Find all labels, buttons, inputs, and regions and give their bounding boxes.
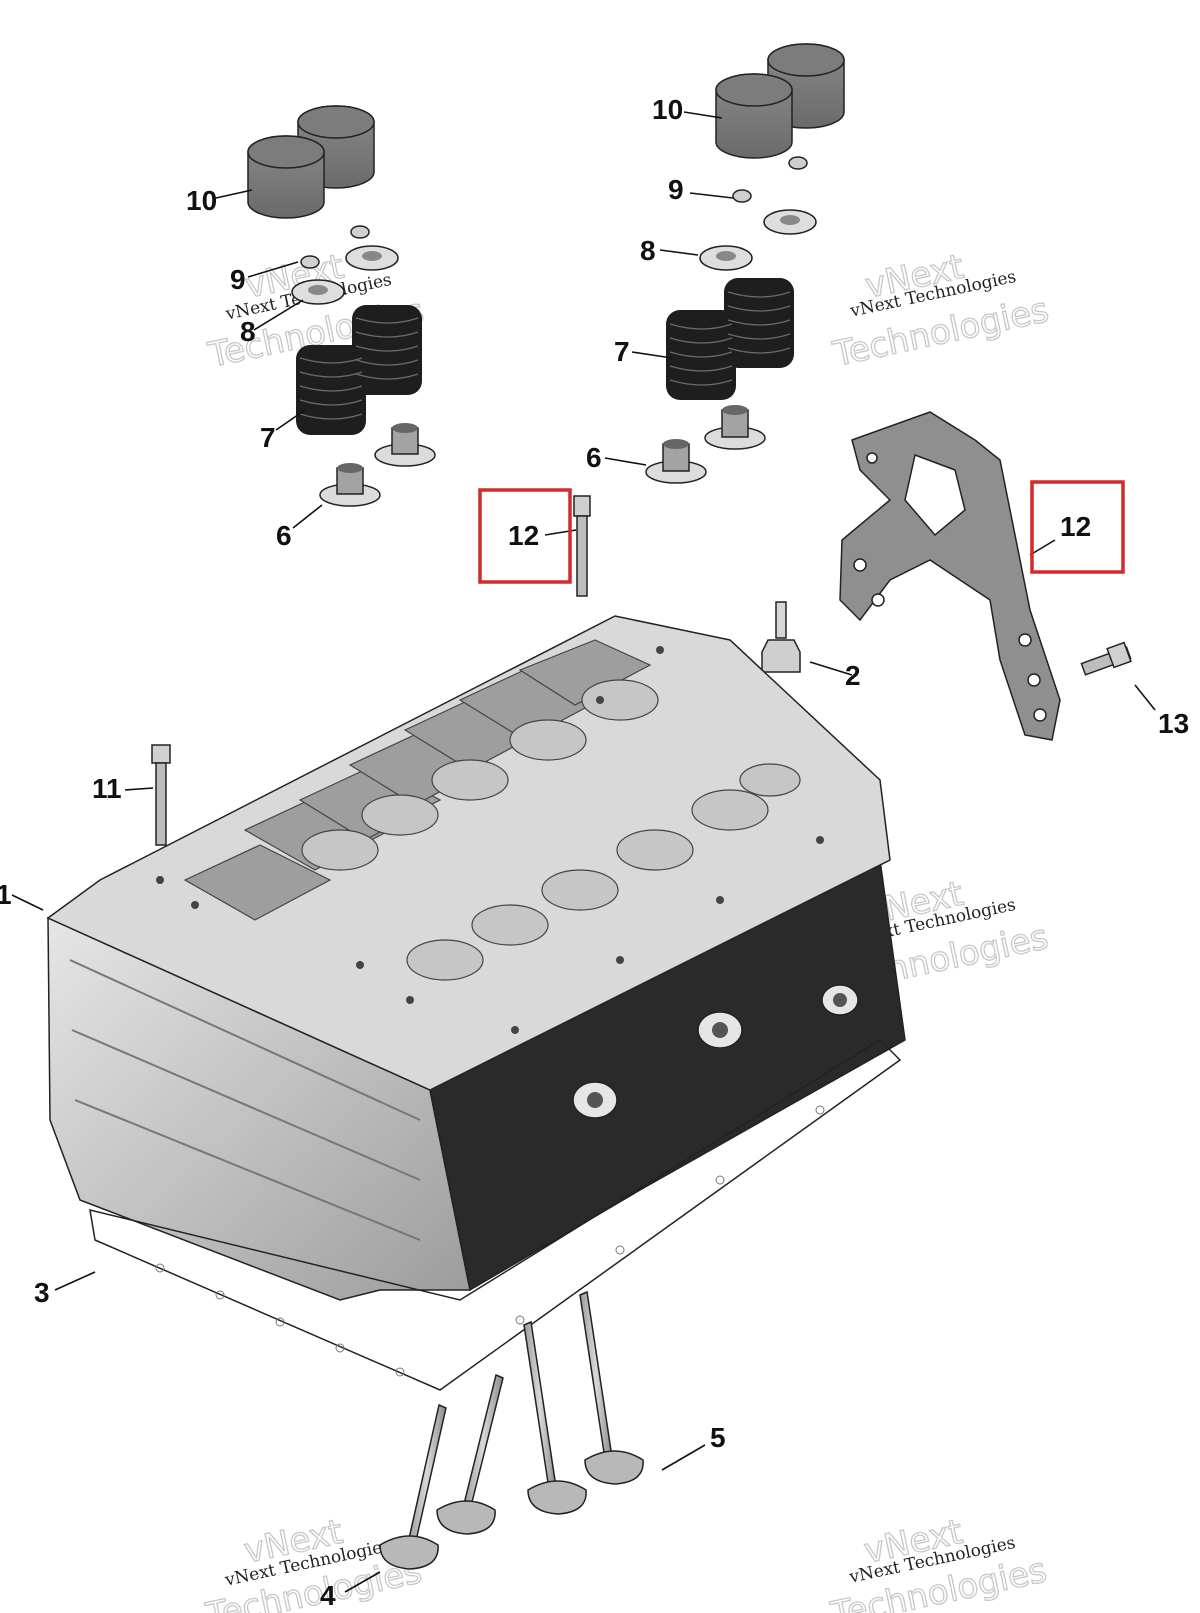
tappets-right <box>715 43 845 159</box>
valve-stem-seals-right <box>645 405 766 484</box>
callout-7: 7 <box>614 336 630 367</box>
callout-9: 9 <box>668 174 684 205</box>
engine-bracket <box>839 411 1061 741</box>
tappets-left <box>247 105 375 219</box>
callout-12: 12 <box>508 520 539 551</box>
exhaust-valves <box>379 1373 504 1570</box>
valve-stem-seals-left <box>319 423 436 507</box>
spring-retainers-left <box>291 245 399 305</box>
callout-8: 8 <box>640 235 656 266</box>
bracket-screw <box>1080 641 1132 676</box>
highlight-box-bracket <box>1030 480 1125 574</box>
head-gasket <box>89 1039 902 1391</box>
watermark-bottom-right: vNext vNext Technologies Technologies <box>826 1511 1050 1613</box>
watermark-top-right: vNext vNext Technologies Technologies <box>829 246 1053 375</box>
spring-retainers-right <box>699 209 817 271</box>
callout-4: 4 <box>320 1580 336 1611</box>
cylinder-head-bolt <box>573 495 591 597</box>
callout-9: 9 <box>230 264 246 295</box>
callout-6: 6 <box>276 520 292 551</box>
highlight-box-bolt <box>478 488 572 584</box>
callout-11: 11 <box>92 773 122 804</box>
bolt <box>151 744 171 846</box>
fitting <box>761 601 801 673</box>
callout-2: 2 <box>845 660 861 691</box>
callout-8: 8 <box>240 316 256 347</box>
callout-1: 1 <box>0 879 12 910</box>
callout-6: 6 <box>586 442 602 473</box>
intake-valves <box>523 1290 644 1515</box>
cylinder-head <box>46 615 906 1301</box>
callout-10: 10 <box>652 94 683 125</box>
callout-12: 12 <box>1060 511 1091 542</box>
valve-springs-right <box>666 278 794 400</box>
callout-13: 13 <box>1158 708 1189 739</box>
callout-5: 5 <box>710 1422 726 1453</box>
valve-keepers-right <box>732 156 808 203</box>
callout-3: 3 <box>34 1277 50 1308</box>
callout-7: 7 <box>260 422 276 453</box>
callout-10: 10 <box>186 185 217 216</box>
valve-springs-left <box>296 305 422 435</box>
valve-keepers-left <box>300 225 370 269</box>
